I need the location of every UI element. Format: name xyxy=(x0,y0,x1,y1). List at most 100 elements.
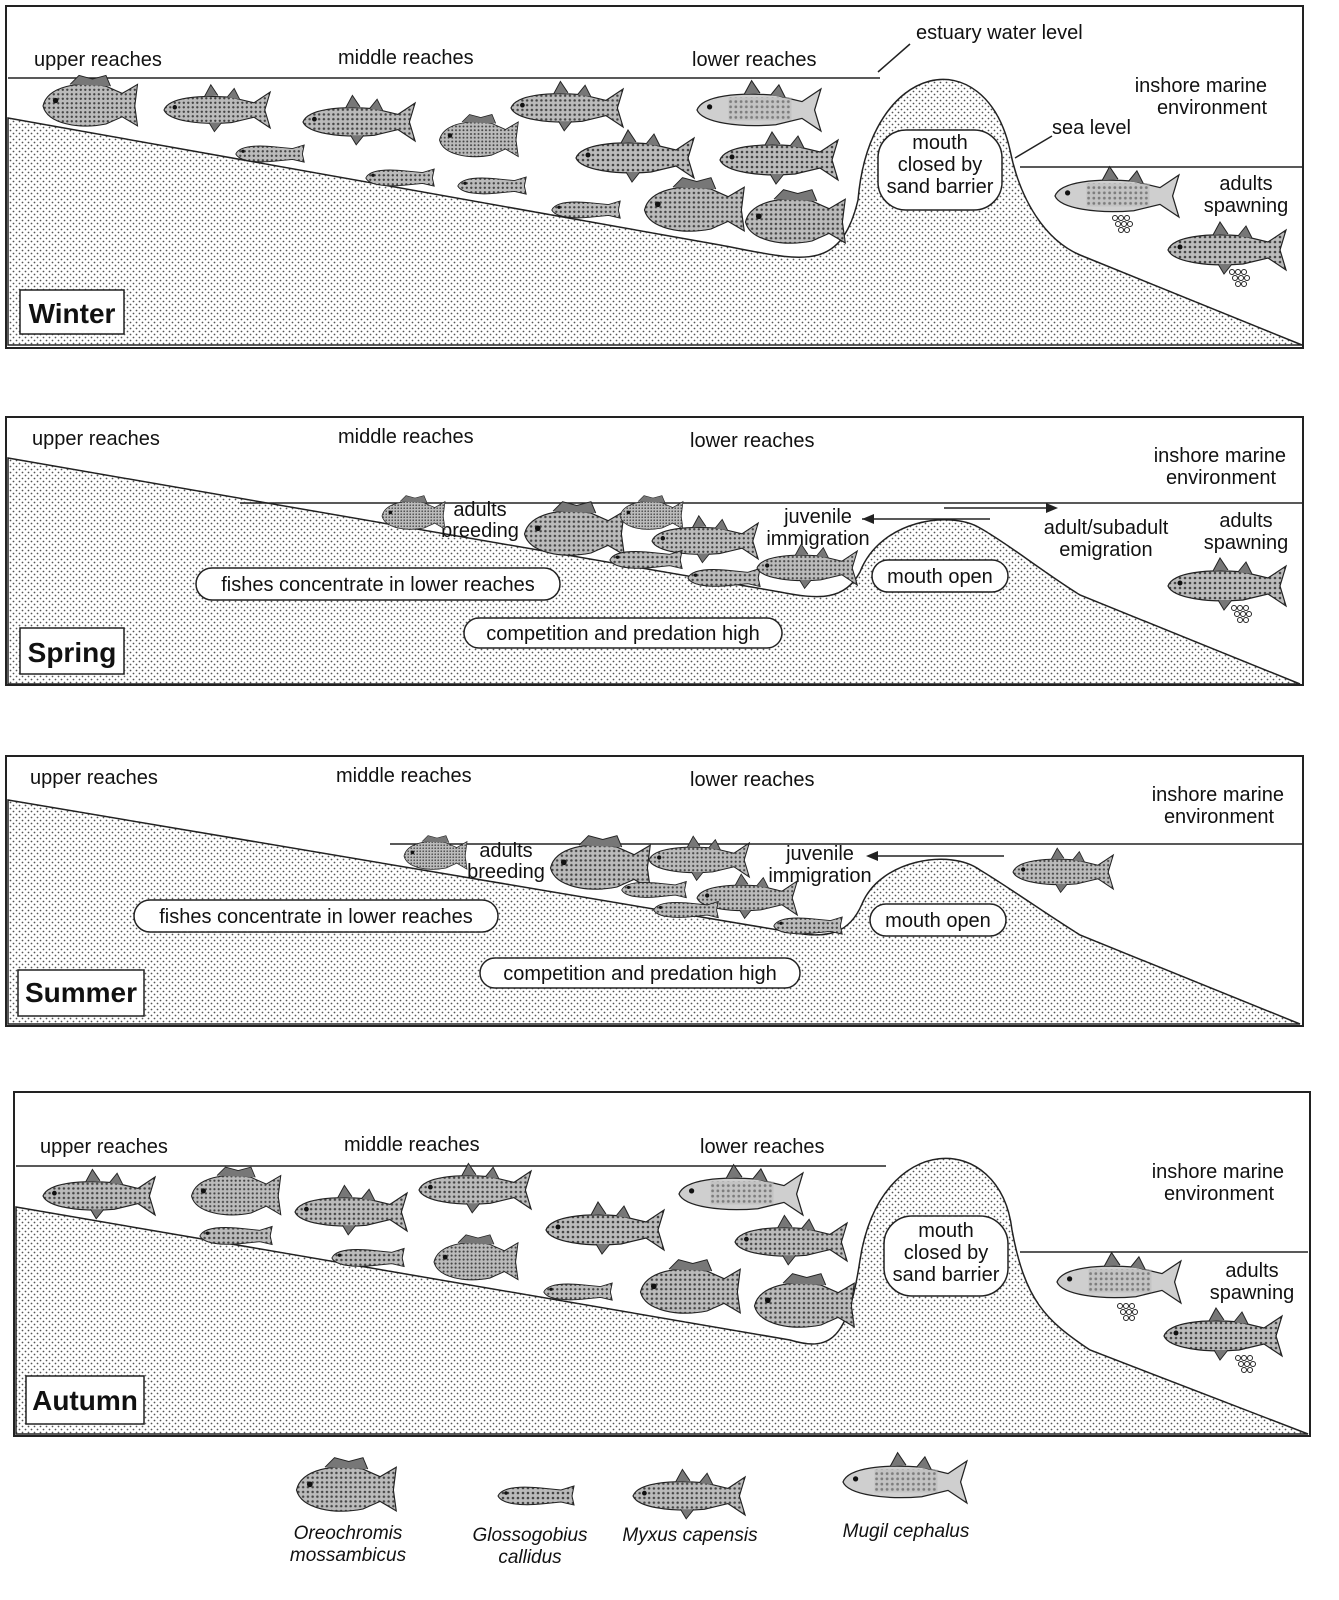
label-lower-reaches: lower reaches xyxy=(690,430,815,452)
panel-winter: upper reaches middle reaches lower reach… xyxy=(6,6,1303,348)
panel-spring: upper reaches middle reaches lower reach… xyxy=(6,417,1303,685)
label-concentrate: fishes concentrate in lower reaches xyxy=(159,906,473,928)
legend-myxus-icon xyxy=(633,1469,745,1518)
fish-oreochromis xyxy=(434,1235,518,1280)
label-emigration: emigration xyxy=(1059,539,1152,561)
fish-glossogobius xyxy=(610,551,682,569)
label-immigration: immigration xyxy=(766,528,869,550)
leader-line xyxy=(878,44,910,72)
label-upper-reaches: upper reaches xyxy=(30,767,158,789)
label-breeding: breeding xyxy=(441,520,519,542)
label-upper-reaches: upper reaches xyxy=(40,1136,168,1158)
fish-oreochromis xyxy=(645,178,745,231)
label-mouth-2: closed by xyxy=(898,154,983,176)
leader-line xyxy=(1015,136,1052,158)
label-middle-reaches: middle reaches xyxy=(336,765,472,787)
fish-myxus xyxy=(164,85,270,132)
label-adults: adults xyxy=(479,840,532,862)
label-competition: competition and predation high xyxy=(503,963,777,985)
label-concentrate: fishes concentrate in lower reaches xyxy=(221,574,535,596)
fish-myxus xyxy=(649,836,749,880)
label-mouth-3: sand barrier xyxy=(887,176,994,198)
legend-glossogobius-label-2: callidus xyxy=(498,1547,562,1568)
label-lower-reaches: lower reaches xyxy=(690,769,815,791)
label-middle-reaches: middle reaches xyxy=(338,426,474,448)
label-inshore-1: inshore marine xyxy=(1152,1161,1284,1183)
label-upper-reaches: upper reaches xyxy=(34,49,162,71)
legend-glossogobius-label-1: Glossogobius xyxy=(472,1525,588,1546)
fish-oreochromis xyxy=(192,1167,281,1215)
label-adults: adults xyxy=(1225,1260,1278,1282)
fish-glossogobius xyxy=(688,569,760,587)
fish-glossogobius xyxy=(332,1249,404,1267)
label-middle-reaches: middle reaches xyxy=(338,47,474,69)
eggs-icon xyxy=(1232,606,1252,623)
label-juvenile: juvenile xyxy=(785,843,854,865)
label-mouth-1: mouth xyxy=(918,1220,974,1242)
label-middle-reaches: middle reaches xyxy=(344,1134,480,1156)
fish-myxus xyxy=(43,1169,155,1218)
panel-autumn: upper reaches middle reaches lower reach… xyxy=(14,1092,1310,1436)
fish-glossogobius xyxy=(774,917,842,934)
fish-myxus xyxy=(1013,848,1113,892)
label-mouth-open: mouth open xyxy=(885,910,991,932)
fish-mugil xyxy=(1057,1253,1181,1303)
season-label: Spring xyxy=(28,637,117,668)
eggs-icon xyxy=(1113,216,1133,233)
label-upper-reaches: upper reaches xyxy=(32,428,160,450)
label-spawning: spawning xyxy=(1204,532,1289,554)
fish-glossogobius xyxy=(366,169,434,186)
legend-myxus-label: Myxus capensis xyxy=(622,1525,758,1546)
label-adults: adults xyxy=(1219,510,1272,532)
label-mouth-3: sand barrier xyxy=(893,1264,1000,1286)
fish-myxus xyxy=(1164,1308,1282,1360)
fish-myxus xyxy=(295,1185,407,1234)
label-inshore-2: environment xyxy=(1164,1183,1275,1205)
fish-oreochromis xyxy=(746,190,846,243)
label-lower-reaches: lower reaches xyxy=(700,1136,825,1158)
season-label: Winter xyxy=(29,298,116,329)
label-mouth-open: mouth open xyxy=(887,566,993,588)
season-label: Autumn xyxy=(32,1385,138,1416)
fish-myxus xyxy=(1168,222,1286,274)
fish-myxus xyxy=(576,130,694,182)
legend-oreochromis-label-1: Oreochromis xyxy=(294,1523,403,1544)
eggs-icon xyxy=(1230,270,1250,287)
fish-oreochromis xyxy=(620,496,683,530)
label-adults: adults xyxy=(1219,173,1272,195)
fish-oreochromis xyxy=(382,496,445,530)
fish-glossogobius xyxy=(236,145,304,162)
fish-glossogobius xyxy=(200,1227,272,1245)
fish-glossogobius xyxy=(544,1283,612,1300)
legend-mugil-icon xyxy=(843,1453,967,1503)
label-adult-subadult: adult/subadult xyxy=(1044,517,1169,539)
label-mouth-2: closed by xyxy=(904,1242,989,1264)
label-spawning: spawning xyxy=(1204,195,1289,217)
fish-myxus xyxy=(511,81,623,130)
arrowhead-left-icon xyxy=(866,851,878,861)
label-inshore-2: environment xyxy=(1166,467,1277,489)
label-sea-level: sea level xyxy=(1052,117,1131,139)
fish-oreochromis xyxy=(641,1260,741,1313)
legend-oreochromis-icon xyxy=(297,1458,397,1511)
fish-oreochromis xyxy=(525,502,625,555)
label-juvenile: juvenile xyxy=(783,506,852,528)
season-label: Summer xyxy=(25,977,137,1008)
eggs-icon xyxy=(1236,1356,1256,1373)
fish-myxus xyxy=(720,132,838,184)
label-inshore-1: inshore marine xyxy=(1154,445,1286,467)
panel-summer: upper reaches middle reaches lower reach… xyxy=(6,756,1303,1026)
fish-myxus xyxy=(735,1215,847,1264)
label-estuary-water-level: estuary water level xyxy=(916,22,1083,44)
fish-myxus xyxy=(757,544,857,588)
fish-mugil xyxy=(679,1165,803,1215)
fish-myxus xyxy=(1168,558,1286,610)
fish-glossogobius xyxy=(552,201,620,218)
legend-oreochromis-label-2: mossambicus xyxy=(290,1545,407,1566)
fish-oreochromis xyxy=(43,75,138,126)
fish-glossogobius xyxy=(622,882,687,898)
label-competition: competition and predation high xyxy=(486,623,760,645)
label-inshore-2: environment xyxy=(1164,806,1275,828)
fish-mugil xyxy=(697,81,821,131)
